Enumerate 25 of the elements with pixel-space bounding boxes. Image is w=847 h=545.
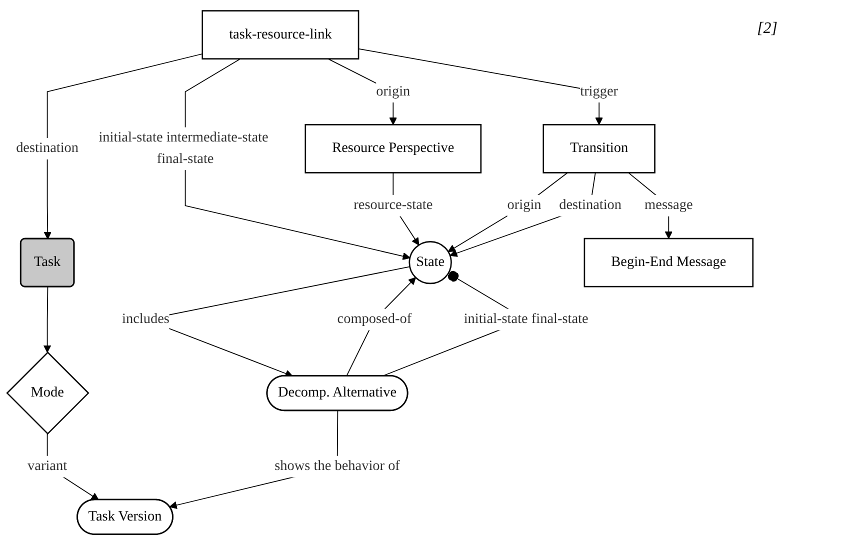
edge-label: destination <box>559 198 622 213</box>
arrow <box>358 48 603 126</box>
edge-label: message <box>644 198 693 213</box>
node-circle: State <box>408 241 452 284</box>
arrow <box>450 172 596 257</box>
edge-label: includes <box>122 312 170 327</box>
edge-label: trigger <box>580 84 618 99</box>
node-box: Begin-End Message <box>584 238 754 288</box>
node-diamond: Mode <box>6 351 90 435</box>
edge-label: variant <box>28 458 68 474</box>
note-text: [2] <box>757 20 778 38</box>
node-box: task-resource-link <box>202 10 360 60</box>
arrow <box>44 53 203 240</box>
edge-label: resource-state <box>354 198 433 213</box>
arrow <box>43 286 52 353</box>
node-box: Resource Perspective <box>304 124 482 174</box>
edge-label: initial-state final-state <box>464 312 588 327</box>
edge-label: origin <box>376 84 410 99</box>
arrow <box>448 172 568 252</box>
node-box: Transition <box>542 124 656 174</box>
edge-label: shows the behavior of <box>274 458 400 474</box>
edge-label: origin <box>507 198 542 213</box>
edge-label: destination <box>16 140 79 156</box>
edge-label: composed-of <box>337 312 412 327</box>
edge-label: initial-state intermediate-state final-state <box>98 130 268 166</box>
